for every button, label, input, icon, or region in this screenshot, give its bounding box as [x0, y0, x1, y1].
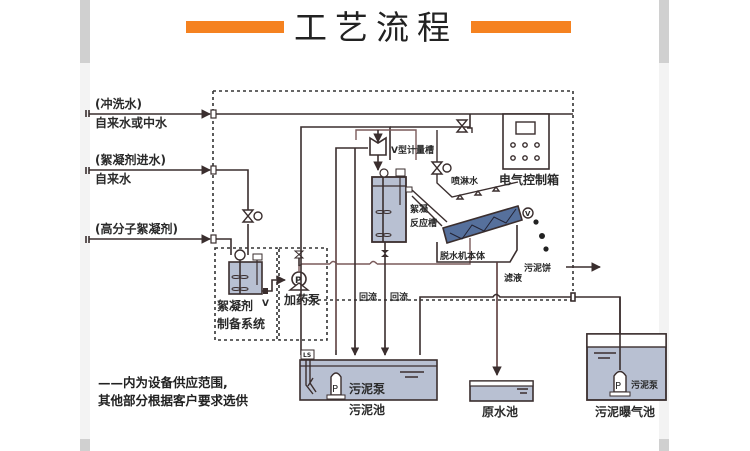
inlet-2-label-1: (絮凝剂进水): [95, 152, 166, 167]
sludge-pit-label: 污泥池: [349, 402, 385, 417]
filtrate-line: [419, 262, 621, 376]
reaction-tank: [371, 168, 448, 355]
prep-system-label-2: 制备系统: [217, 316, 265, 331]
aeration-pump-symbol: P: [615, 381, 621, 392]
v-meter-tank: [369, 130, 387, 171]
dewaterer-label: 脱水机本体: [440, 250, 486, 262]
sludge-pit: LS P: [299, 340, 438, 401]
control-box: [502, 113, 550, 170]
raw-water-pit: [469, 380, 534, 402]
filtrate-label: 滤液: [504, 272, 523, 284]
sludge-pump-symbol: P: [332, 384, 338, 395]
dosing-pump: P: [287, 238, 471, 291]
boundary-fittings: [210, 109, 217, 244]
title-bar-left: [186, 21, 284, 33]
reaction-tank-label-2: 反应槽: [410, 217, 437, 229]
title-block: 工艺流程: [186, 8, 571, 48]
inlet-1-label-1: (冲洗水): [95, 96, 142, 111]
aeration-pump-label: 污泥泵: [631, 379, 659, 391]
aeration-tank: P: [586, 297, 667, 401]
valve-icon: [241, 209, 263, 223]
aeration-tank-label: 污泥曝气池: [595, 404, 655, 419]
raw-water-pit-label: 原水池: [482, 404, 518, 419]
dewater-motor-symbol: V: [525, 210, 531, 218]
legend-note: ——内为设备供应范围, 其他部分根据客户要求选供: [98, 374, 248, 410]
sludge-pump-label: 污泥泵: [349, 381, 385, 396]
dewatering-machine: V: [436, 205, 549, 263]
prep-system-label-1: 絮凝剂: [217, 298, 253, 313]
flush-pipes: [335, 129, 417, 350]
sludge-cake-label: 污泥饼: [524, 262, 551, 274]
page-title: 工艺流程: [294, 8, 458, 47]
prep-boundary: [214, 247, 328, 341]
legend-line-2: 其他部分根据客户要求选供: [98, 393, 249, 408]
reaction-tank-label-1: 絮凝: [410, 203, 429, 215]
title-bar-right: [471, 21, 571, 33]
right-side-bar: [659, 0, 669, 451]
v-meter-tank-label: V型计量槽: [391, 144, 434, 156]
spray-water-label: 喷淋水: [451, 175, 479, 187]
return-label-1: 回流: [359, 291, 377, 303]
return-label-2: 回流: [390, 291, 408, 303]
left-side-bar: [80, 0, 90, 451]
inlet-2-label-2: 自来水: [95, 171, 132, 186]
dosing-pump-symbol: P: [295, 276, 302, 286]
legend-line-1: ——内为设备供应范围,: [98, 375, 228, 390]
inlet-1-label-2: 自来水或中水: [95, 115, 168, 130]
prep-valve-mark: V: [262, 299, 269, 309]
prep-tank: [228, 249, 286, 295]
inlet-3-label-1: (高分子絮凝剂): [95, 221, 178, 236]
level-switch-label: LS: [303, 352, 311, 359]
control-box-label: 电气控制箱: [499, 172, 559, 187]
spray-water-system: [430, 119, 519, 200]
